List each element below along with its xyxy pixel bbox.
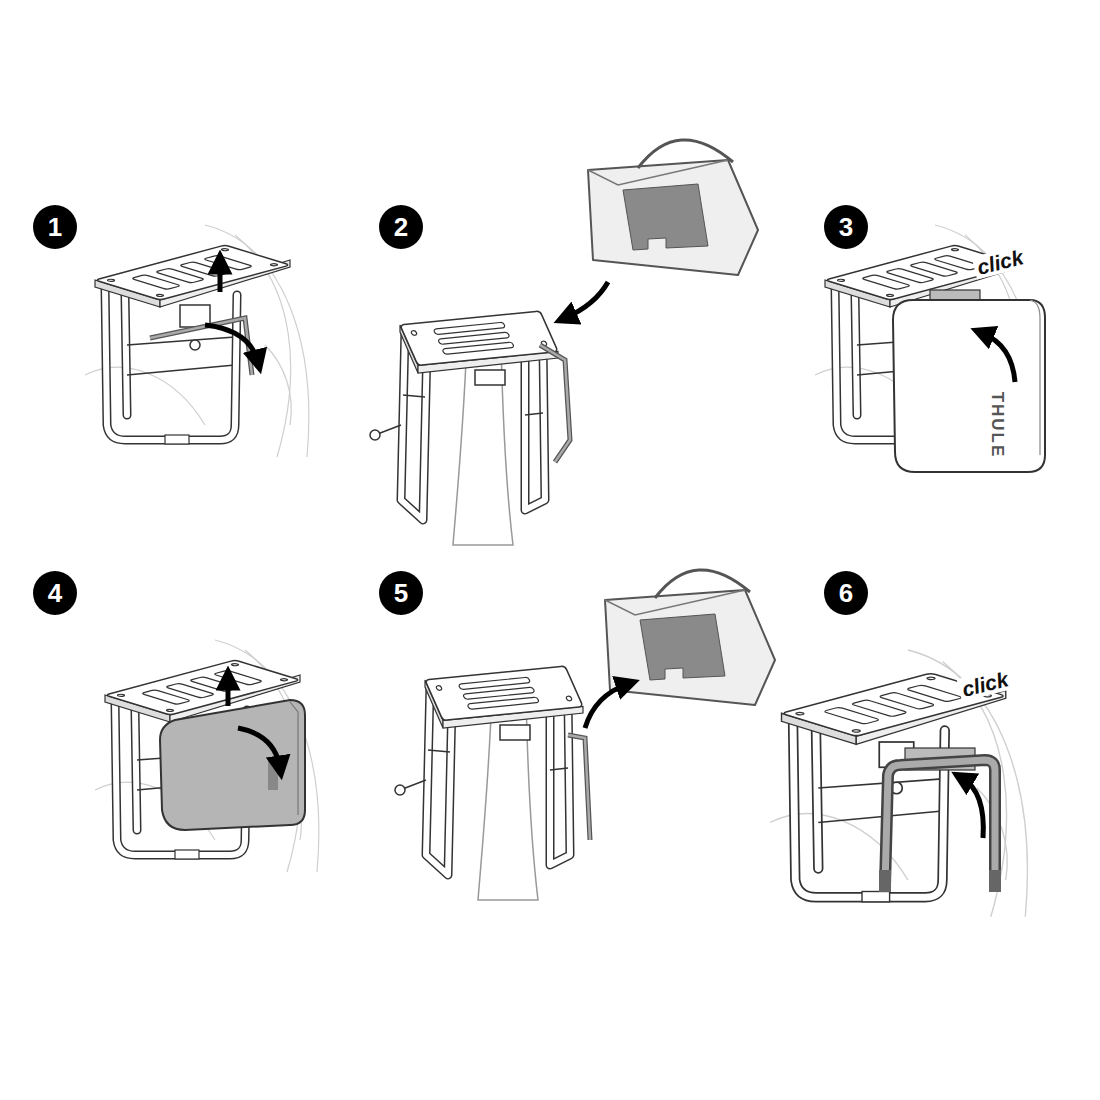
step-number: 1 bbox=[48, 214, 62, 240]
step-number: 6 bbox=[839, 580, 853, 606]
illustration-part bbox=[150, 318, 252, 375]
illustration-part bbox=[585, 684, 628, 728]
illustration-part bbox=[226, 678, 231, 706]
illustration-part bbox=[962, 778, 983, 838]
illustration-part bbox=[885, 760, 995, 885]
badge-disc bbox=[379, 205, 423, 249]
step-badge: 2 bbox=[379, 205, 423, 249]
badge-disc bbox=[33, 571, 77, 615]
illustration-part bbox=[268, 760, 278, 790]
illustration-part bbox=[238, 728, 280, 768]
illustration-part bbox=[885, 760, 995, 885]
illustration-part bbox=[160, 700, 305, 830]
illustration-part bbox=[95, 640, 319, 872]
illustration-part bbox=[605, 570, 775, 705]
illustration-part bbox=[989, 870, 1001, 892]
step-number: 2 bbox=[394, 214, 408, 240]
step-number: 5 bbox=[394, 580, 408, 606]
step-badge: 4 bbox=[33, 571, 77, 615]
illustration-part bbox=[588, 140, 758, 275]
badge-disc bbox=[824, 205, 868, 249]
step-badge: 3 bbox=[824, 205, 868, 249]
brand-logo: THULE bbox=[989, 392, 1006, 459]
step-badge: 5 bbox=[379, 571, 423, 615]
illustration-part bbox=[568, 735, 590, 840]
badge-disc bbox=[824, 571, 868, 615]
click-label: click bbox=[957, 666, 1014, 701]
illustration-part bbox=[395, 666, 583, 900]
illustration-part bbox=[893, 300, 1045, 472]
illustration-part bbox=[1030, 300, 1040, 455]
badge-disc bbox=[33, 205, 77, 249]
illustration-part bbox=[290, 702, 298, 815]
step-badge: 1 bbox=[33, 205, 77, 249]
illustration-part bbox=[85, 225, 309, 457]
illustration-part bbox=[150, 318, 252, 375]
step-badge: 6 bbox=[824, 571, 868, 615]
illustration-part bbox=[770, 650, 1027, 917]
click-label: click bbox=[972, 244, 1029, 279]
badge-disc bbox=[379, 571, 423, 615]
illustration-part bbox=[565, 282, 608, 318]
illustration-part bbox=[205, 325, 258, 362]
step-number: 3 bbox=[839, 214, 853, 240]
illustration-part bbox=[982, 333, 1015, 382]
illustration-part bbox=[218, 262, 223, 292]
illustration-part bbox=[879, 870, 891, 892]
illustration-part bbox=[568, 735, 590, 840]
illustration-part bbox=[540, 345, 570, 462]
illustration-part bbox=[540, 345, 570, 462]
illustration-part bbox=[370, 311, 558, 545]
step-number: 4 bbox=[48, 580, 62, 606]
